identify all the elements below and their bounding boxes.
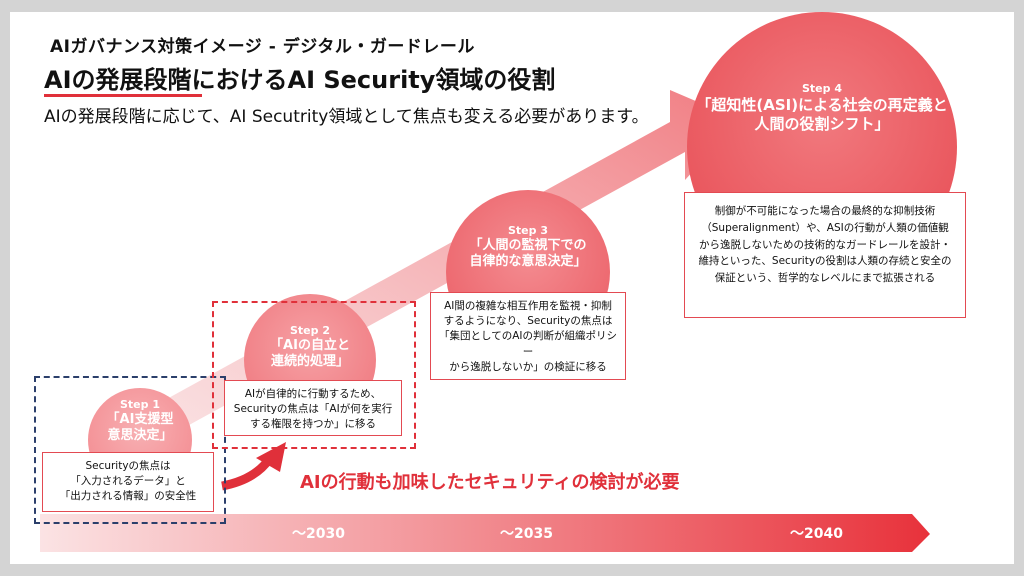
step4-title-line2: 人間の役割シフト」 [754,114,890,133]
step1-number: Step 1 [120,398,160,411]
curved-arrow-icon [221,455,274,491]
step4-number: Step 4 [802,82,842,95]
step2-desc-line3: する権限を持つか」に移る [250,418,376,431]
slide: AIガバナンス対策イメージ - デジタル・ガードレール AIの発展段階におけるA… [10,12,1014,564]
timeline-label-2030: ～2030 [292,526,345,542]
step4-desc-line4: 維持といった、Securityの役割は人類の存続と安全の [698,255,952,268]
step3-number: Step 3 [508,224,548,237]
step4-title-line1: 「超知性(ASI)による社会の再定義と [696,95,948,114]
step3-desc-line1: AI間の複雑な相互作用を監視・抑制 [444,300,612,312]
step3-title-line2: 自律的な意思決定」 [469,254,587,269]
header-small-title: AIガバナンス対策イメージ - デジタル・ガードレール [50,37,475,57]
timeline-label-2035: ～2035 [500,526,553,542]
step3-desc-line4: から逸脱しないか」の検証に移る [449,360,607,373]
step4-desc-line3: から逸脱しないための技術的なガードレールを設計・ [699,238,951,251]
step4-desc-line2: （Superalignment）や、ASIの行動が人類の価値観 [701,221,949,234]
step3-desc-line2: するようになり、Securityの焦点は [443,315,613,328]
step3-description: AI間の複雑な相互作用を監視・抑制 するようになり、Securityの焦点は 「… [430,292,626,380]
curved-arrow-head [256,442,286,472]
step1-title-line1: 「AI支援型 [106,411,174,427]
step1-label: Step 1 「AI支援型 意思決定」 [90,398,190,444]
step2-desc-line2: Securityの焦点は「AIが何を実行 [233,403,393,416]
title-underline [44,94,202,97]
step4-description: 制御が不可能になった場合の最終的な抑制技術 （Superalignment）や、… [684,192,966,318]
timeline-arrow [40,514,930,552]
page-title: AIの発展段階におけるAI Security領域の役割 [44,66,556,94]
step4-desc-line1: 制御が不可能になった場合の最終的な抑制技術 [714,205,936,217]
step2-desc-line1: AIが自律的に行動するため、 [244,388,382,400]
step2-dashed-frame [212,301,416,449]
step1-desc-line1: Securityの焦点は [85,460,171,472]
step3-desc-line3: 「集団としてのAIの判断が組織ポリシー [439,330,617,358]
step3-title-line1: 「人間の監視下での [469,237,587,253]
step2-number: Step 2 [290,324,330,337]
step4-label: Step 4 「超知性(ASI)による社会の再定義と 人間の役割シフト」 [680,82,964,133]
step3-label: Step 3 「人間の監視下での 自律的な意思決定」 [448,224,608,270]
step1-dashed-frame [34,376,226,524]
step2-title-line1: 「AIの自立と [270,337,350,353]
timeline-label-2040: ～2040 [790,526,843,542]
step1-title-line2: 意思決定」 [107,428,173,443]
step2-title-line2: 連続的処理」 [270,354,349,369]
step4-desc-line5: 保証という、哲学的なレベルにまで拡張される [714,272,936,285]
step1-description: Securityの焦点は 「入力されるデータ」と 「出力される情報」の安全性 [42,452,214,512]
step2-label: Step 2 「AIの自立と 連続的処理」 [250,324,370,370]
callout-text: AIの行動も加味したセキュリティの検討が必要 [300,472,680,493]
step1-desc-line2: 「入力されるデータ」と [70,475,186,488]
step1-desc-line3: 「出力される情報」の安全性 [59,490,197,503]
step2-description: AIが自律的に行動するため、 Securityの焦点は「AIが何を実行 する権限… [224,380,402,436]
lead-text: AIの発展段階に応じて、AI Secutrity領域として焦点も変える必要があり… [44,107,649,127]
